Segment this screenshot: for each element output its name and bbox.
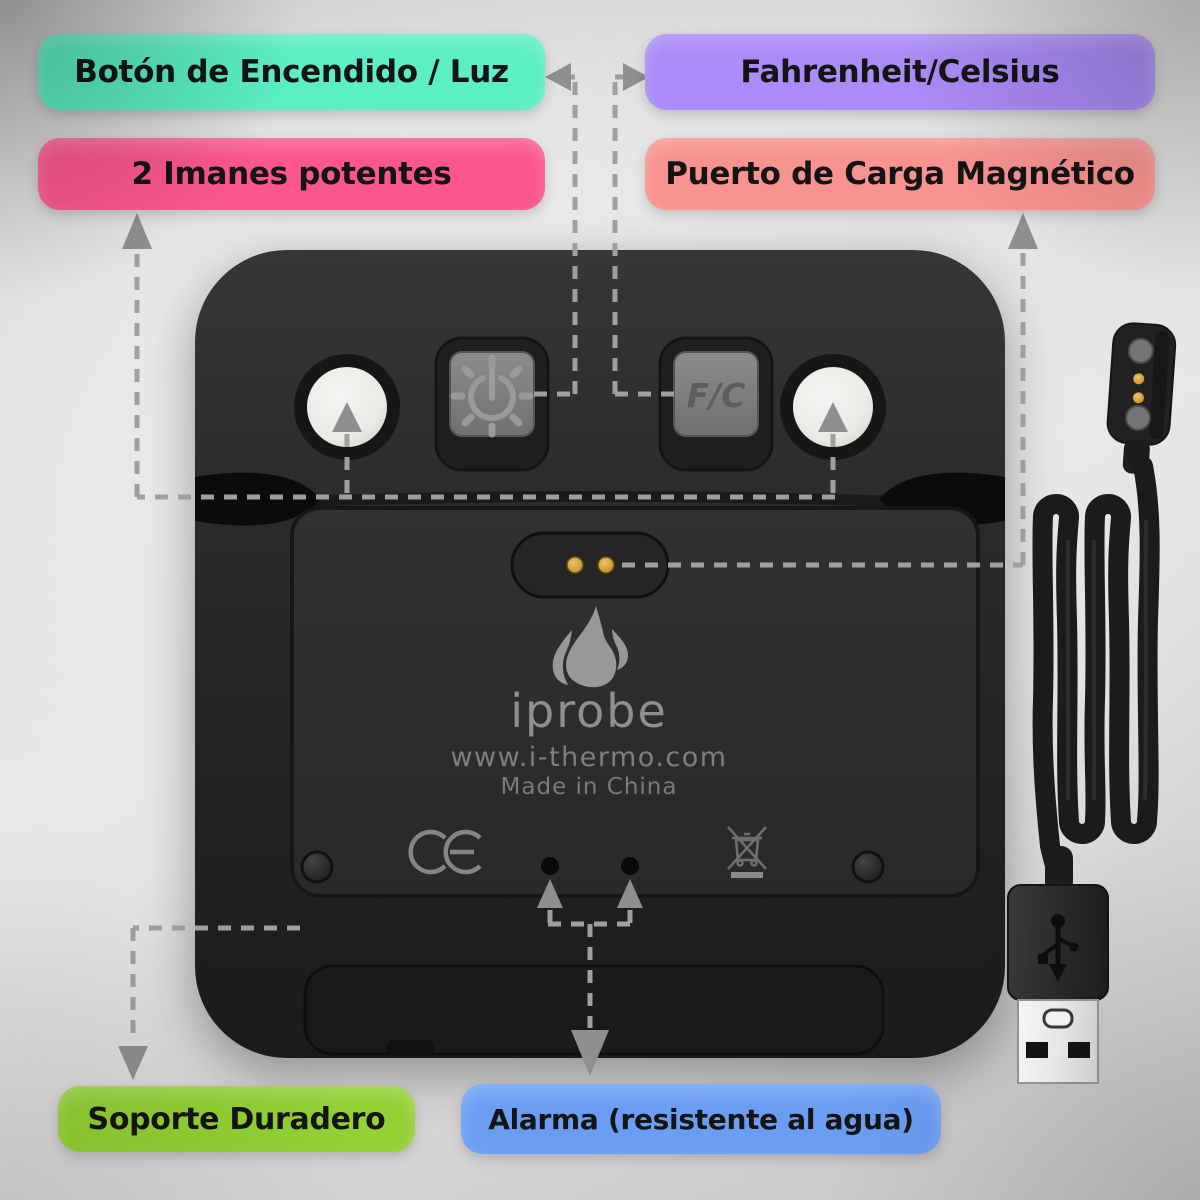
arrow-magnet-right — [818, 402, 848, 432]
charging-pin-right — [597, 556, 615, 574]
callout-stand: Soporte Duradero — [58, 1086, 415, 1152]
charging-port — [510, 531, 670, 599]
connector-magnet-bottom — [1125, 404, 1152, 431]
thermometer-device-back: F/C iprobe www.i-thermo.com Made in Chin… — [195, 250, 1005, 1058]
usb-a-plug — [1017, 999, 1099, 1084]
ce-mark-icon — [408, 829, 482, 875]
leader-line-stand — [130, 925, 300, 1042]
callout-power-light: Botón de Encendido / Luz — [38, 34, 545, 110]
stand-thumb-notch — [386, 1040, 434, 1056]
arrow-to-port-label — [1008, 213, 1038, 249]
flame-icon — [552, 606, 629, 688]
arrow-to-power-label — [545, 63, 571, 91]
arrow-to-alarm-label — [571, 1030, 609, 1076]
website-text: www.i-thermo.com — [450, 742, 727, 773]
arrow-alarm-hole-right — [617, 879, 643, 908]
callout-alarm: Alarma (resistente al agua) — [461, 1084, 941, 1154]
callout-magnets: 2 Imanes potentes — [38, 138, 545, 210]
charging-pin-left — [566, 556, 584, 574]
power-light-icon — [450, 354, 534, 438]
cable-sheen — [1065, 519, 1148, 801]
coiled-cable — [1032, 456, 1160, 890]
fc-button: F/C — [658, 336, 774, 472]
screw-left — [300, 850, 334, 884]
weee-icon — [727, 826, 767, 878]
usb-trident-icon — [1038, 914, 1079, 982]
leader-line-port — [622, 224, 1026, 568]
arrow-alarm-hole-left — [537, 879, 563, 908]
arrow-to-stand-label — [118, 1046, 148, 1080]
leader-line-magnets — [134, 224, 836, 500]
brand-name: iprobe — [510, 684, 668, 738]
alarm-hole-left — [541, 857, 559, 875]
connector-magnet-top — [1127, 337, 1154, 364]
power-light-button — [434, 336, 550, 472]
arrow-magnet-left — [332, 402, 362, 432]
connector-pin — [1132, 392, 1144, 404]
callout-charging-port: Puerto de Carga Magnético — [645, 138, 1155, 210]
magnetic-connector — [1106, 322, 1177, 475]
connector-pin — [1133, 373, 1145, 385]
arrow-to-magnets-label — [122, 213, 152, 249]
leader-line-alarm — [547, 910, 633, 1028]
callout-fahrenheit-celsius: Fahrenheit/Celsius — [645, 34, 1155, 110]
origin-text: Made in China — [501, 774, 678, 800]
usb-connector — [1007, 846, 1109, 1084]
fc-button-label: F/C — [687, 376, 746, 415]
screw-right — [851, 850, 885, 884]
charging-cable — [1007, 322, 1177, 1084]
arrow-to-fc-label — [623, 63, 649, 91]
alarm-hole-right — [621, 857, 639, 875]
